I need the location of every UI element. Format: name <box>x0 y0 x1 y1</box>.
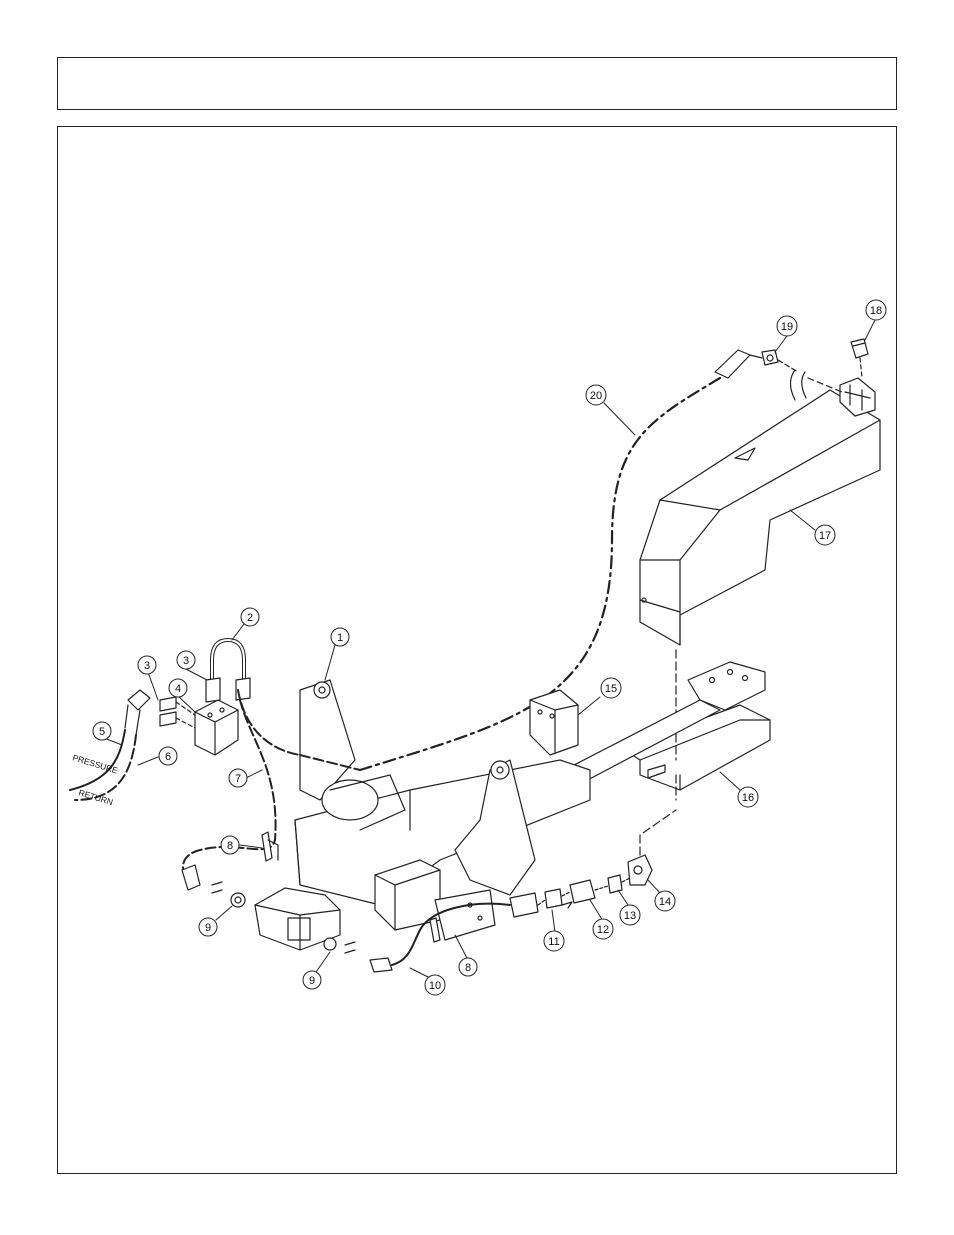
svg-text:3: 3 <box>144 660 150 672</box>
svg-text:18: 18 <box>870 305 882 317</box>
callout-17: 17 <box>814 524 836 546</box>
svg-text:4: 4 <box>175 683 181 695</box>
svg-text:8: 8 <box>465 962 471 974</box>
callout-15: 15 <box>600 677 622 699</box>
callout-4: 4 <box>168 678 188 698</box>
hose-connection <box>299 754 361 771</box>
fittings-11-14 <box>509 809 677 918</box>
svg-text:3: 3 <box>183 655 189 667</box>
callout-6: 6 <box>158 746 178 766</box>
header-box <box>57 57 897 110</box>
callout-1: 1 <box>330 627 350 647</box>
pump-assembly <box>211 881 511 973</box>
callout-11: 11 <box>543 930 565 952</box>
callout-9: 9 <box>198 917 218 937</box>
callout-7: 7 <box>228 768 248 788</box>
fitting-19 <box>761 349 799 373</box>
callout-3: 3 <box>176 650 196 670</box>
svg-text:6: 6 <box>165 751 171 763</box>
svg-text:14: 14 <box>659 896 671 908</box>
callout-20: 20 <box>585 384 607 406</box>
callouts: 1 2 3 3 4 5 6 7 8 8 9 9 10 11 12 13 14 1… <box>92 299 887 996</box>
svg-text:7: 7 <box>235 773 241 785</box>
callout-18: 18 <box>865 299 887 321</box>
svg-text:9: 9 <box>205 922 211 934</box>
svg-text:11: 11 <box>548 936 559 948</box>
svg-text:2: 2 <box>247 612 253 624</box>
callout-13: 13 <box>619 904 641 926</box>
svg-text:9: 9 <box>309 975 315 987</box>
return-label: RETURN <box>77 787 114 807</box>
svg-text:15: 15 <box>605 683 617 695</box>
hose-20 <box>358 349 763 772</box>
svg-text:1: 1 <box>337 632 343 644</box>
svg-text:8: 8 <box>227 840 233 852</box>
callout-8: 8 <box>220 835 240 855</box>
clamp-8-left <box>261 831 279 862</box>
callout-19: 19 <box>776 315 798 337</box>
figure-box <box>57 126 897 1174</box>
callout-5: 5 <box>92 721 112 741</box>
svg-text:10: 10 <box>429 980 441 992</box>
leader-lines <box>103 319 876 979</box>
callout-9: 9 <box>302 970 322 990</box>
svg-text:13: 13 <box>624 910 636 922</box>
callout-2: 2 <box>240 607 260 627</box>
svg-text:12: 12 <box>597 924 609 936</box>
tray-16 <box>621 649 771 801</box>
callout-16: 16 <box>737 786 759 808</box>
tank-assembly <box>639 369 881 646</box>
frame-assembly <box>294 679 721 941</box>
cap-part <box>850 338 869 379</box>
callout-10: 10 <box>424 974 446 996</box>
pressure-label: PRESSURE <box>71 752 119 775</box>
hoses-pressure-return: PRESSURE RETURN <box>69 729 137 807</box>
callout-12: 12 <box>592 918 614 940</box>
svg-text:19: 19 <box>781 321 793 333</box>
clamp-8-right <box>429 917 441 943</box>
callout-14: 14 <box>654 890 676 912</box>
svg-text:17: 17 <box>819 530 831 542</box>
svg-text:5: 5 <box>99 726 105 738</box>
svg-text:16: 16 <box>742 792 754 804</box>
callout-3: 3 <box>137 655 157 675</box>
callout-8: 8 <box>458 957 478 977</box>
svg-text:20: 20 <box>590 390 602 402</box>
